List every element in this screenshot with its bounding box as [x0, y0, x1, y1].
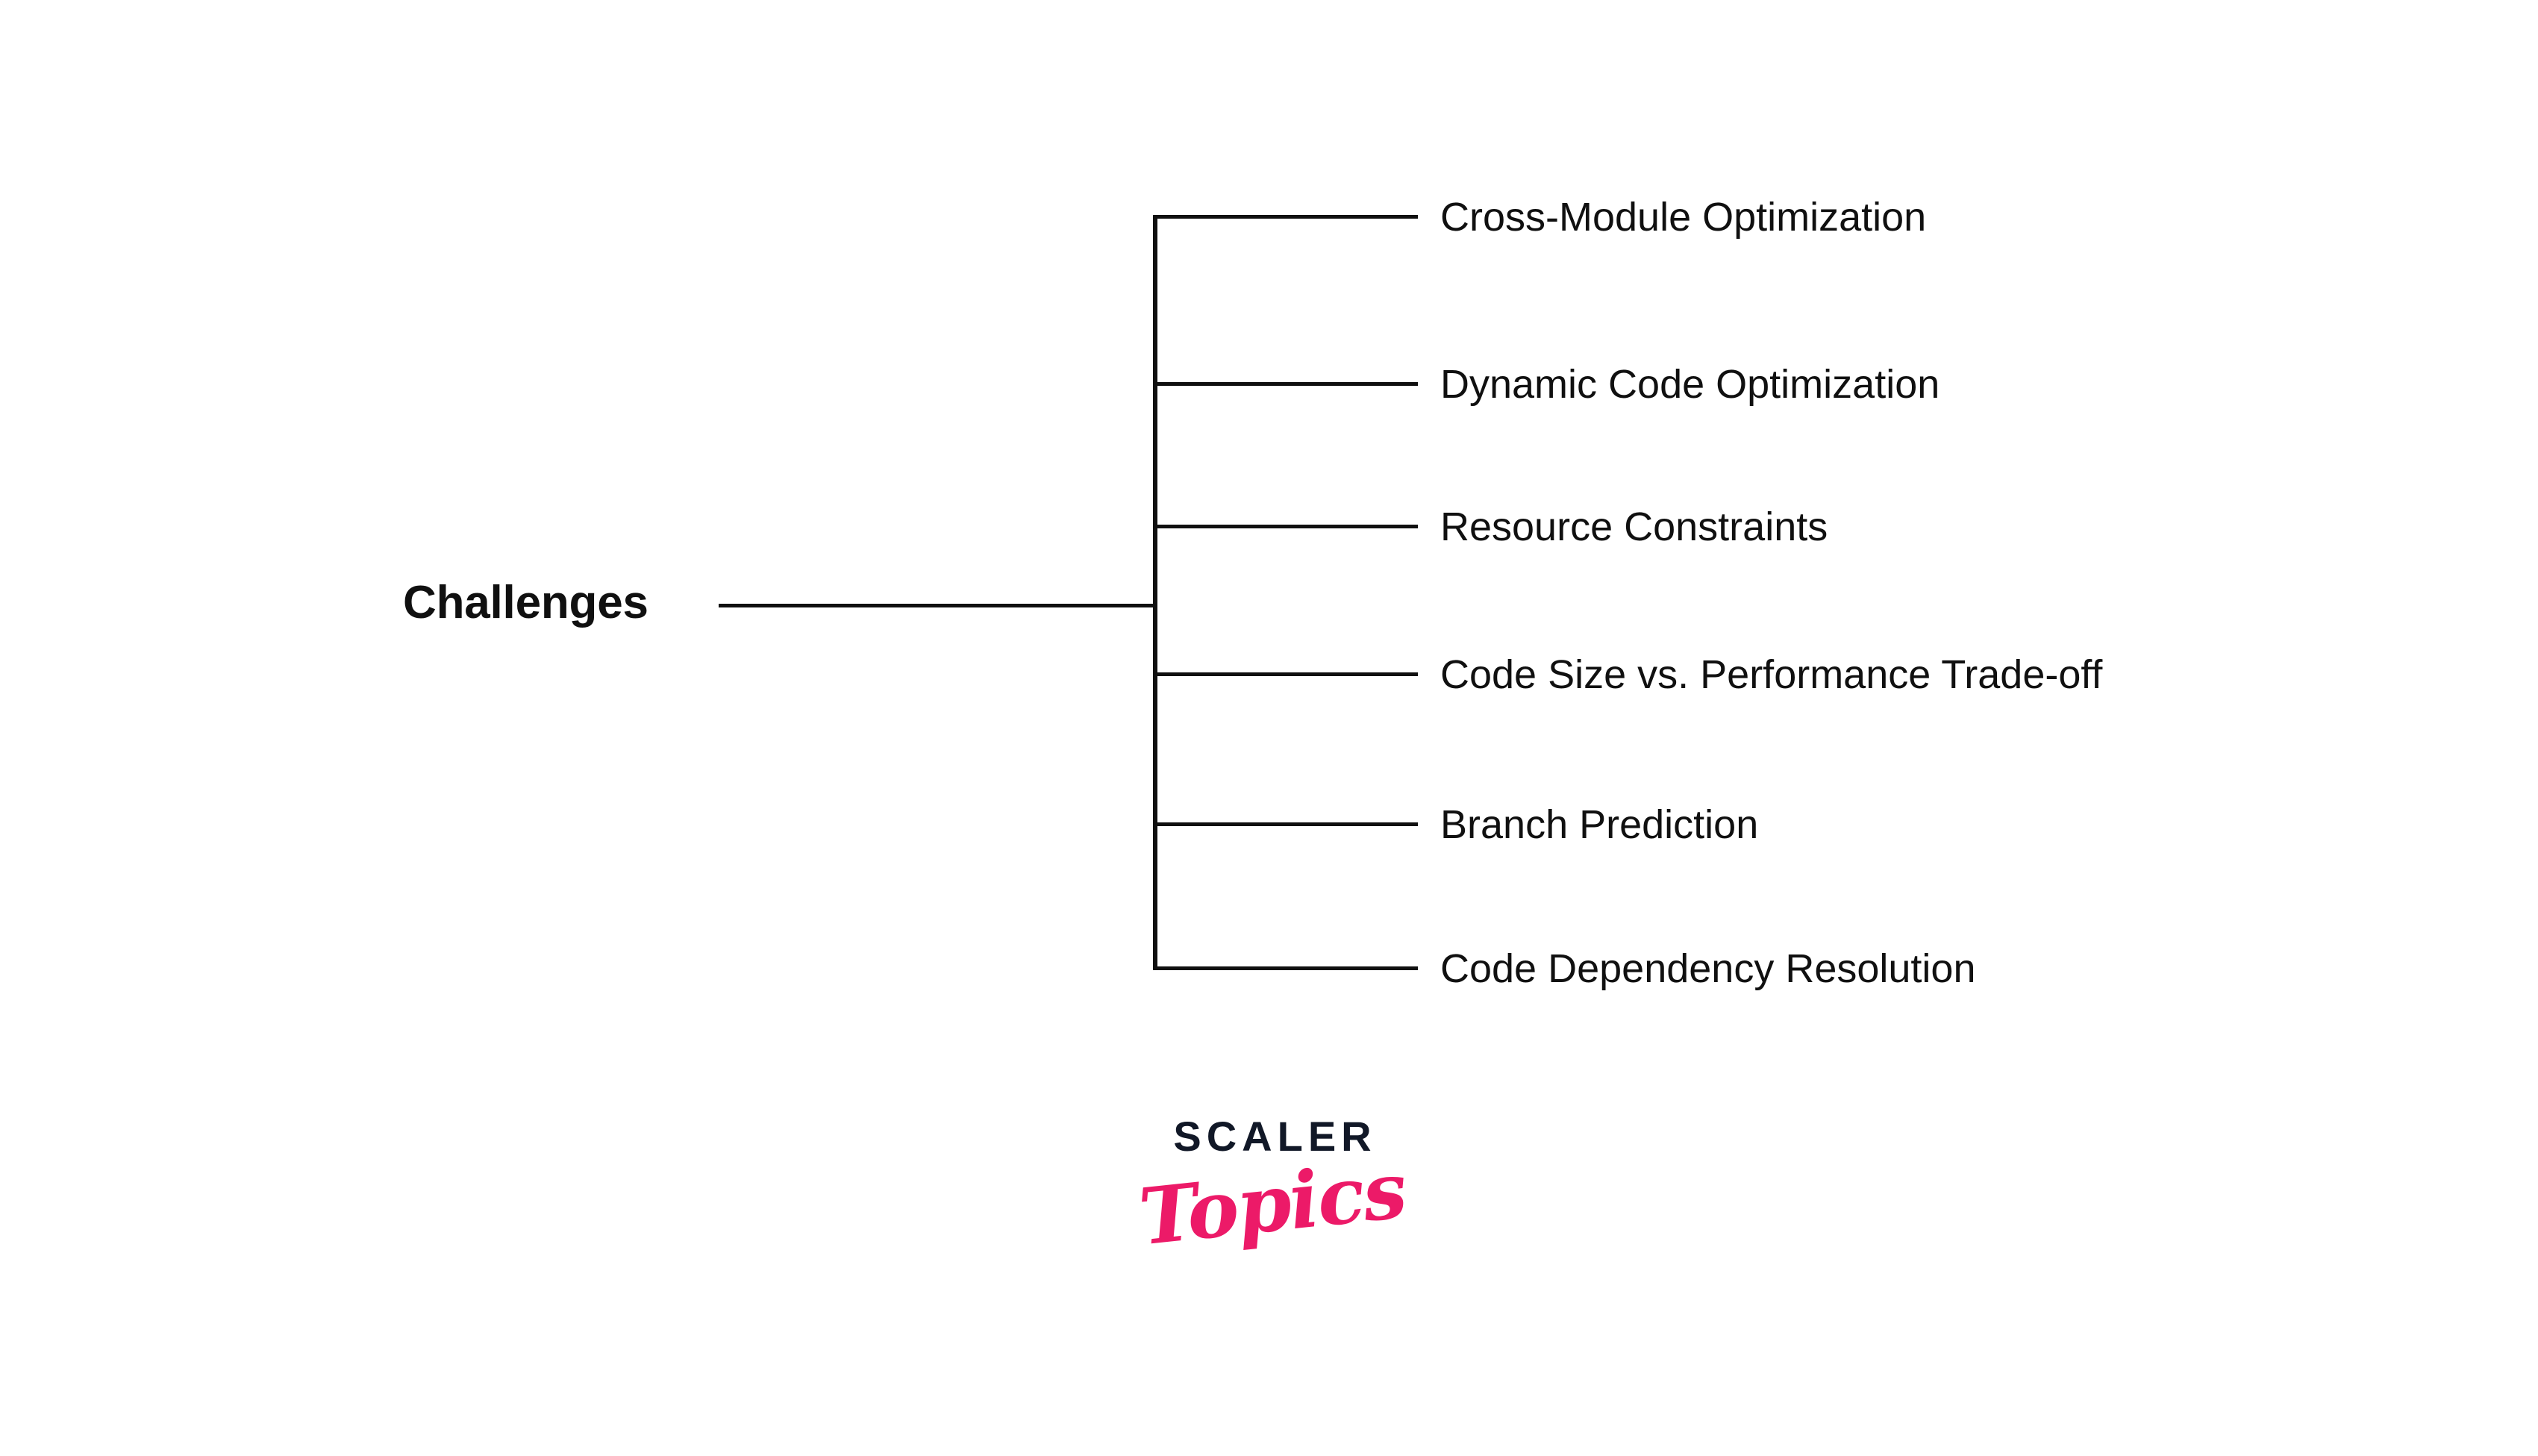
- logo-scaler-wordmark: SCALER: [1173, 1113, 1377, 1160]
- root-node-label: Challenges: [403, 577, 648, 628]
- root-connector-line: [719, 604, 1157, 607]
- scaler-topics-logo: SCALER Topics: [1134, 1116, 1410, 1295]
- branch-label-resource-constraints: Resource Constraints: [1440, 504, 1828, 549]
- branch-label-code-dependency-resolution: Code Dependency Resolution: [1440, 946, 1976, 991]
- branch-line-6: [1153, 966, 1418, 970]
- branch-label-branch-prediction: Branch Prediction: [1440, 802, 1759, 847]
- branch-line-5: [1153, 822, 1418, 826]
- branch-label-dynamic-code-optimization: Dynamic Code Optimization: [1440, 361, 1940, 407]
- branch-line-3: [1153, 525, 1418, 528]
- branch-line-1: [1153, 215, 1418, 219]
- trunk-vertical-line: [1153, 215, 1157, 970]
- branch-label-cross-module-optimization: Cross-Module Optimization: [1440, 194, 1927, 240]
- branch-line-2: [1153, 382, 1418, 386]
- branch-line-4: [1153, 672, 1418, 676]
- logo-topics-wordmark: Topics: [1135, 1143, 1410, 1263]
- root-node: Challenges: [403, 567, 716, 639]
- branch-label-code-size-vs-performance-trade-off: Code Size vs. Performance Trade-off: [1440, 652, 2103, 697]
